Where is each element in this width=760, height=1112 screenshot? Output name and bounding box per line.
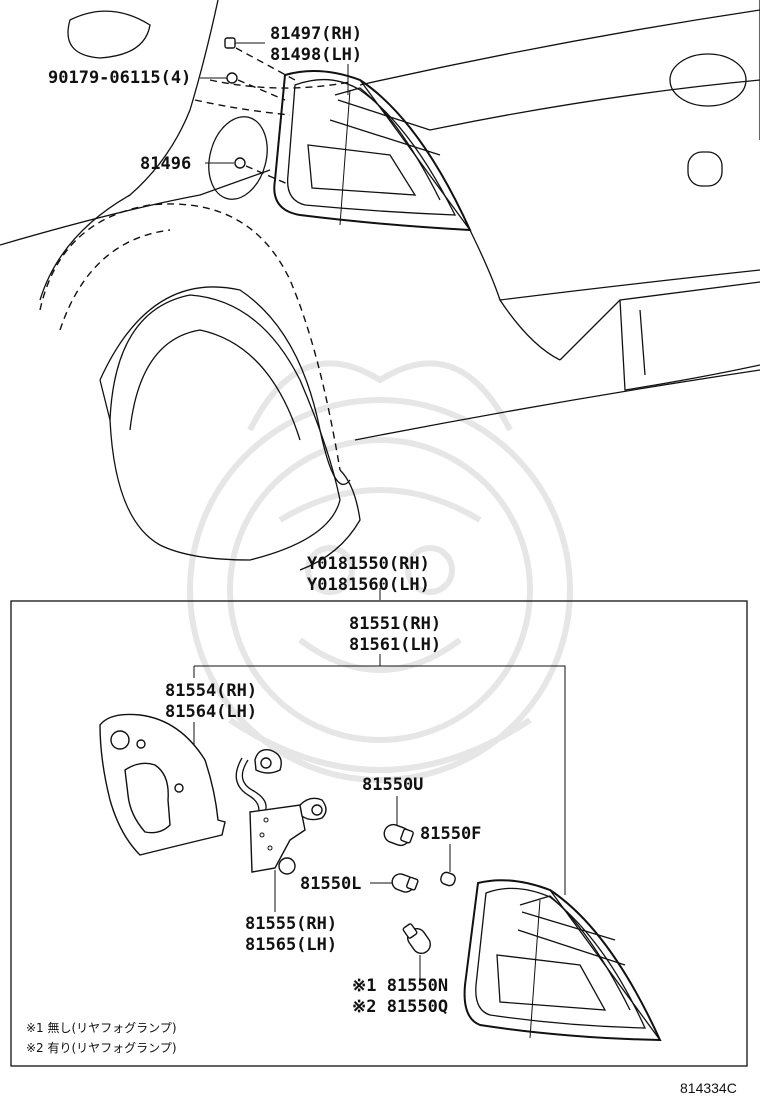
figure-id: 814334C [680,1080,737,1096]
callout-81554: 81554(RH) [165,681,257,701]
car-body-outline [0,0,760,571]
bulb-81550F [440,871,456,887]
note-2: ※2 有り(リヤフォグランプ) [26,1041,177,1055]
callout-Y0181550: Y0181550(RH) [307,554,430,574]
upper-fasteners [224,37,296,186]
callout-81496: 81496 [140,154,191,174]
gasket-part [99,713,226,856]
bulb-81550L [391,873,419,893]
callout-81561: 81561(LH) [349,635,441,655]
callout-Y0181560: Y0181560(LH) [307,575,430,595]
callout-81555: 81555(RH) [245,914,337,934]
callout-81550L: 81550L [300,874,361,894]
callout-81564: 81564(LH) [165,702,257,722]
bulb-81550N-Q [402,923,431,954]
callout-81551: 81551(RH) [349,614,441,634]
bulb-81550U [383,823,414,847]
upper-leaders [200,42,381,600]
socket-wire-part [235,749,327,875]
note-1: ※1 無し(リヤフォグランプ) [26,1020,177,1035]
callout-81565: 81565(LH) [245,935,337,955]
callout-81497: 81497(RH) [270,24,362,44]
callout-90179-06115: 90179-06115(4) [48,68,191,88]
callout-81498: 81498(LH) [270,45,362,65]
tail-lamp-lens [463,879,662,1042]
callout-81550Q: ※2 81550Q [352,997,448,1017]
callout-81550N: ※1 81550N [352,976,448,996]
watermark-logo [187,360,573,783]
tail-lamp-installed [273,70,472,232]
callout-81550U: 81550U [362,775,423,795]
assembly-frame [10,600,748,1067]
leader-81551 [194,665,566,895]
callout-81550F: 81550F [420,824,481,844]
